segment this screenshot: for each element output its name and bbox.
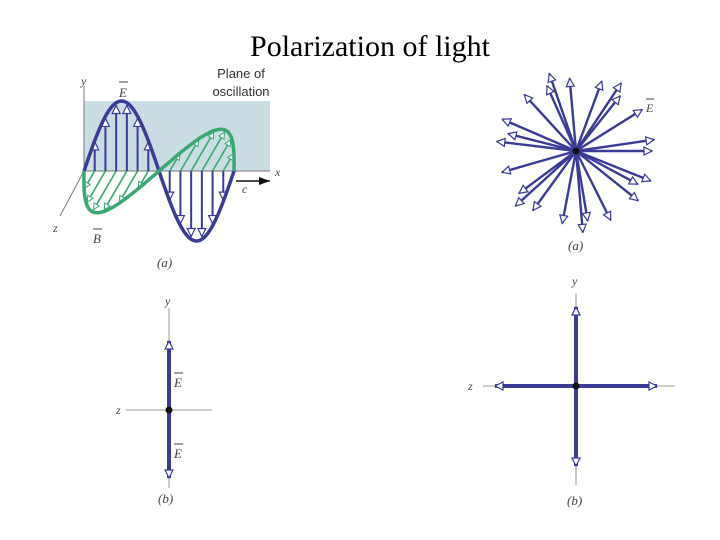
b-field-vector xyxy=(179,140,200,172)
em-wave-figure: y x z E B c Plane of oscillation (a) xyxy=(52,66,281,270)
e-vector-ray xyxy=(574,150,583,232)
speed-label: c xyxy=(242,182,248,196)
axis-y-label: y xyxy=(571,274,578,288)
e-vector-ray xyxy=(502,119,577,153)
plane-label-line2: oscillation xyxy=(212,84,269,99)
b-field-wave xyxy=(82,127,236,215)
axis-x-label: x xyxy=(274,165,281,179)
e-vector-ray xyxy=(508,134,577,153)
b-field-vector xyxy=(201,132,226,172)
b-field-vector xyxy=(211,140,232,172)
plane-label-line1: Plane of xyxy=(217,66,265,81)
b-field-vector xyxy=(118,170,139,202)
caption-top-left: (a) xyxy=(157,255,172,270)
e-vector-ray xyxy=(570,78,578,152)
e-vector-ray xyxy=(502,149,577,172)
e-vector-ray xyxy=(575,149,638,186)
e-vector-ray xyxy=(524,95,577,152)
caption-bottom-right: (b) xyxy=(567,493,582,508)
e-vector-ray xyxy=(497,141,577,153)
caption-top-right: (a) xyxy=(568,238,583,253)
e-vector-ray xyxy=(562,150,578,223)
plane-of-oscillation xyxy=(84,101,270,171)
vector-e-label-bottom: E xyxy=(173,446,182,461)
b-field-vector xyxy=(103,170,128,210)
unpolarized-figure: E (a) xyxy=(497,74,654,253)
projected-unpolarized-figure: y z (b) xyxy=(467,274,675,508)
e-vector-ray xyxy=(531,150,577,210)
b-field-vector xyxy=(86,170,107,202)
vector-e-label: E xyxy=(118,85,127,100)
e-vector-ray xyxy=(549,74,578,152)
b-field-vector xyxy=(83,170,96,188)
e-vector-ray xyxy=(575,149,651,181)
caption-bottom-left: (b) xyxy=(158,491,173,506)
b-field-vector xyxy=(190,132,215,172)
e-vector-ray xyxy=(575,140,654,153)
e-field-vectors xyxy=(95,105,224,236)
b-field-vector xyxy=(92,170,117,210)
e-vector-ray xyxy=(575,150,638,202)
e-vector-ray xyxy=(574,81,602,152)
origin-dot xyxy=(572,382,580,390)
vector-b-label: B xyxy=(93,231,101,246)
origin-dot xyxy=(572,147,580,155)
axis-z-label: z xyxy=(115,403,121,417)
vector-e-label-burst: E xyxy=(645,101,654,115)
axis-y-label: y xyxy=(164,294,171,308)
origin-dot xyxy=(165,406,173,414)
b-field-vector xyxy=(222,154,235,172)
e-vector-ray xyxy=(575,96,622,152)
e-vector-ray xyxy=(575,83,623,152)
e-vector-ray xyxy=(515,150,577,206)
slide-title: Polarization of light xyxy=(250,30,490,63)
vertical-polarization-figure: y z E E (b) xyxy=(115,294,212,506)
axis-z-label: z xyxy=(467,379,473,393)
axis-y-label: y xyxy=(80,74,87,88)
e-vector-ray xyxy=(574,150,612,220)
axis-z-label: z xyxy=(52,221,58,235)
vector-e-label-top: E xyxy=(173,375,182,390)
z-axis xyxy=(59,170,85,217)
e-vector-ray xyxy=(519,150,577,195)
e-vector-ray xyxy=(575,108,642,153)
unpolarized-e-vectors xyxy=(497,74,654,233)
